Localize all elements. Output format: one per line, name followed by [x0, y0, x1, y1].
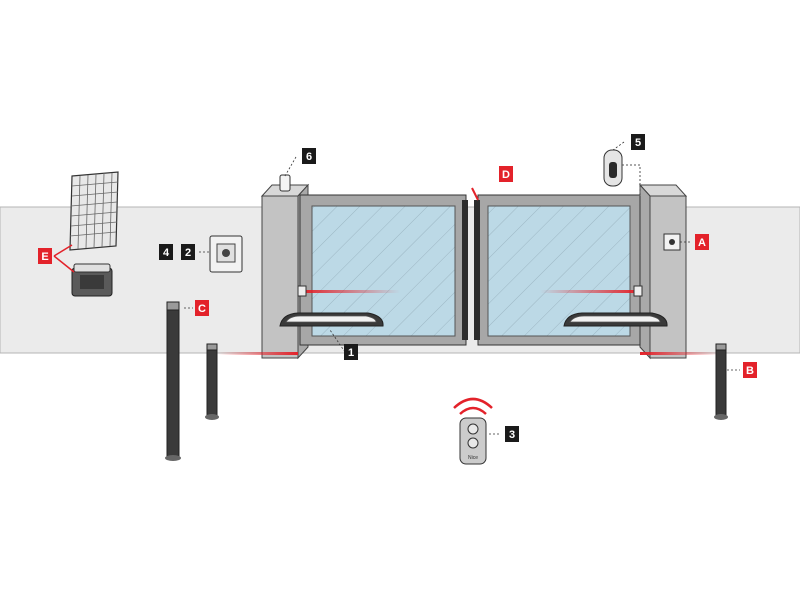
- left-gate-motor: [279, 312, 384, 327]
- svg-text:5: 5: [635, 137, 641, 149]
- badge-2: 2: [181, 244, 195, 260]
- photocell-post-right: [714, 343, 728, 420]
- badge-3: 3: [505, 426, 519, 442]
- photocell-post-left: [205, 343, 219, 420]
- svg-text:4: 4: [163, 247, 170, 259]
- badge-B: B: [743, 362, 757, 378]
- right-gate-motor: [563, 312, 668, 327]
- svg-text:2: 2: [185, 247, 191, 259]
- left-hinge-bracket: [297, 285, 307, 297]
- badge-D: D: [499, 166, 513, 182]
- right-photocell-beam: [540, 290, 640, 293]
- battery-box: [71, 263, 113, 297]
- solar-connector: [53, 244, 73, 257]
- svg-text:D: D: [502, 169, 510, 181]
- left-ground-beam: [218, 352, 298, 355]
- badge-5: 5: [631, 134, 645, 150]
- right-hinge-bracket: [633, 285, 643, 297]
- svg-text:3: 3: [509, 429, 515, 441]
- svg-text:A: A: [698, 237, 706, 249]
- photocell-post-tall: [165, 301, 181, 461]
- svg-text:E: E: [41, 251, 48, 263]
- leader-lines: [184, 141, 740, 435]
- flashing-light: [279, 174, 291, 192]
- photocell-camera: [603, 149, 641, 196]
- badge-E: E: [38, 248, 52, 264]
- svg-text:C: C: [198, 303, 206, 315]
- badge-6: 6: [302, 148, 316, 164]
- badge-1: 1: [344, 344, 358, 360]
- svg-text:1: 1: [348, 347, 354, 359]
- gate-edge-marker: [471, 187, 479, 201]
- badge-C: C: [195, 300, 209, 316]
- right-gate-pillar: [638, 183, 688, 360]
- keyswitch: [663, 233, 681, 251]
- remote-control: Nice: [453, 397, 493, 465]
- svg-text:6: 6: [306, 151, 312, 163]
- remote-brand-logo: Nice: [468, 455, 478, 461]
- left-photocell-beam: [300, 290, 400, 293]
- right-ground-beam: [640, 352, 720, 355]
- svg-text:B: B: [746, 365, 754, 377]
- battery-connector: [53, 255, 75, 273]
- control-unit: [209, 235, 243, 273]
- solar-panel: [69, 171, 119, 251]
- badge-4: 4: [159, 244, 173, 260]
- badge-A: A: [695, 234, 709, 250]
